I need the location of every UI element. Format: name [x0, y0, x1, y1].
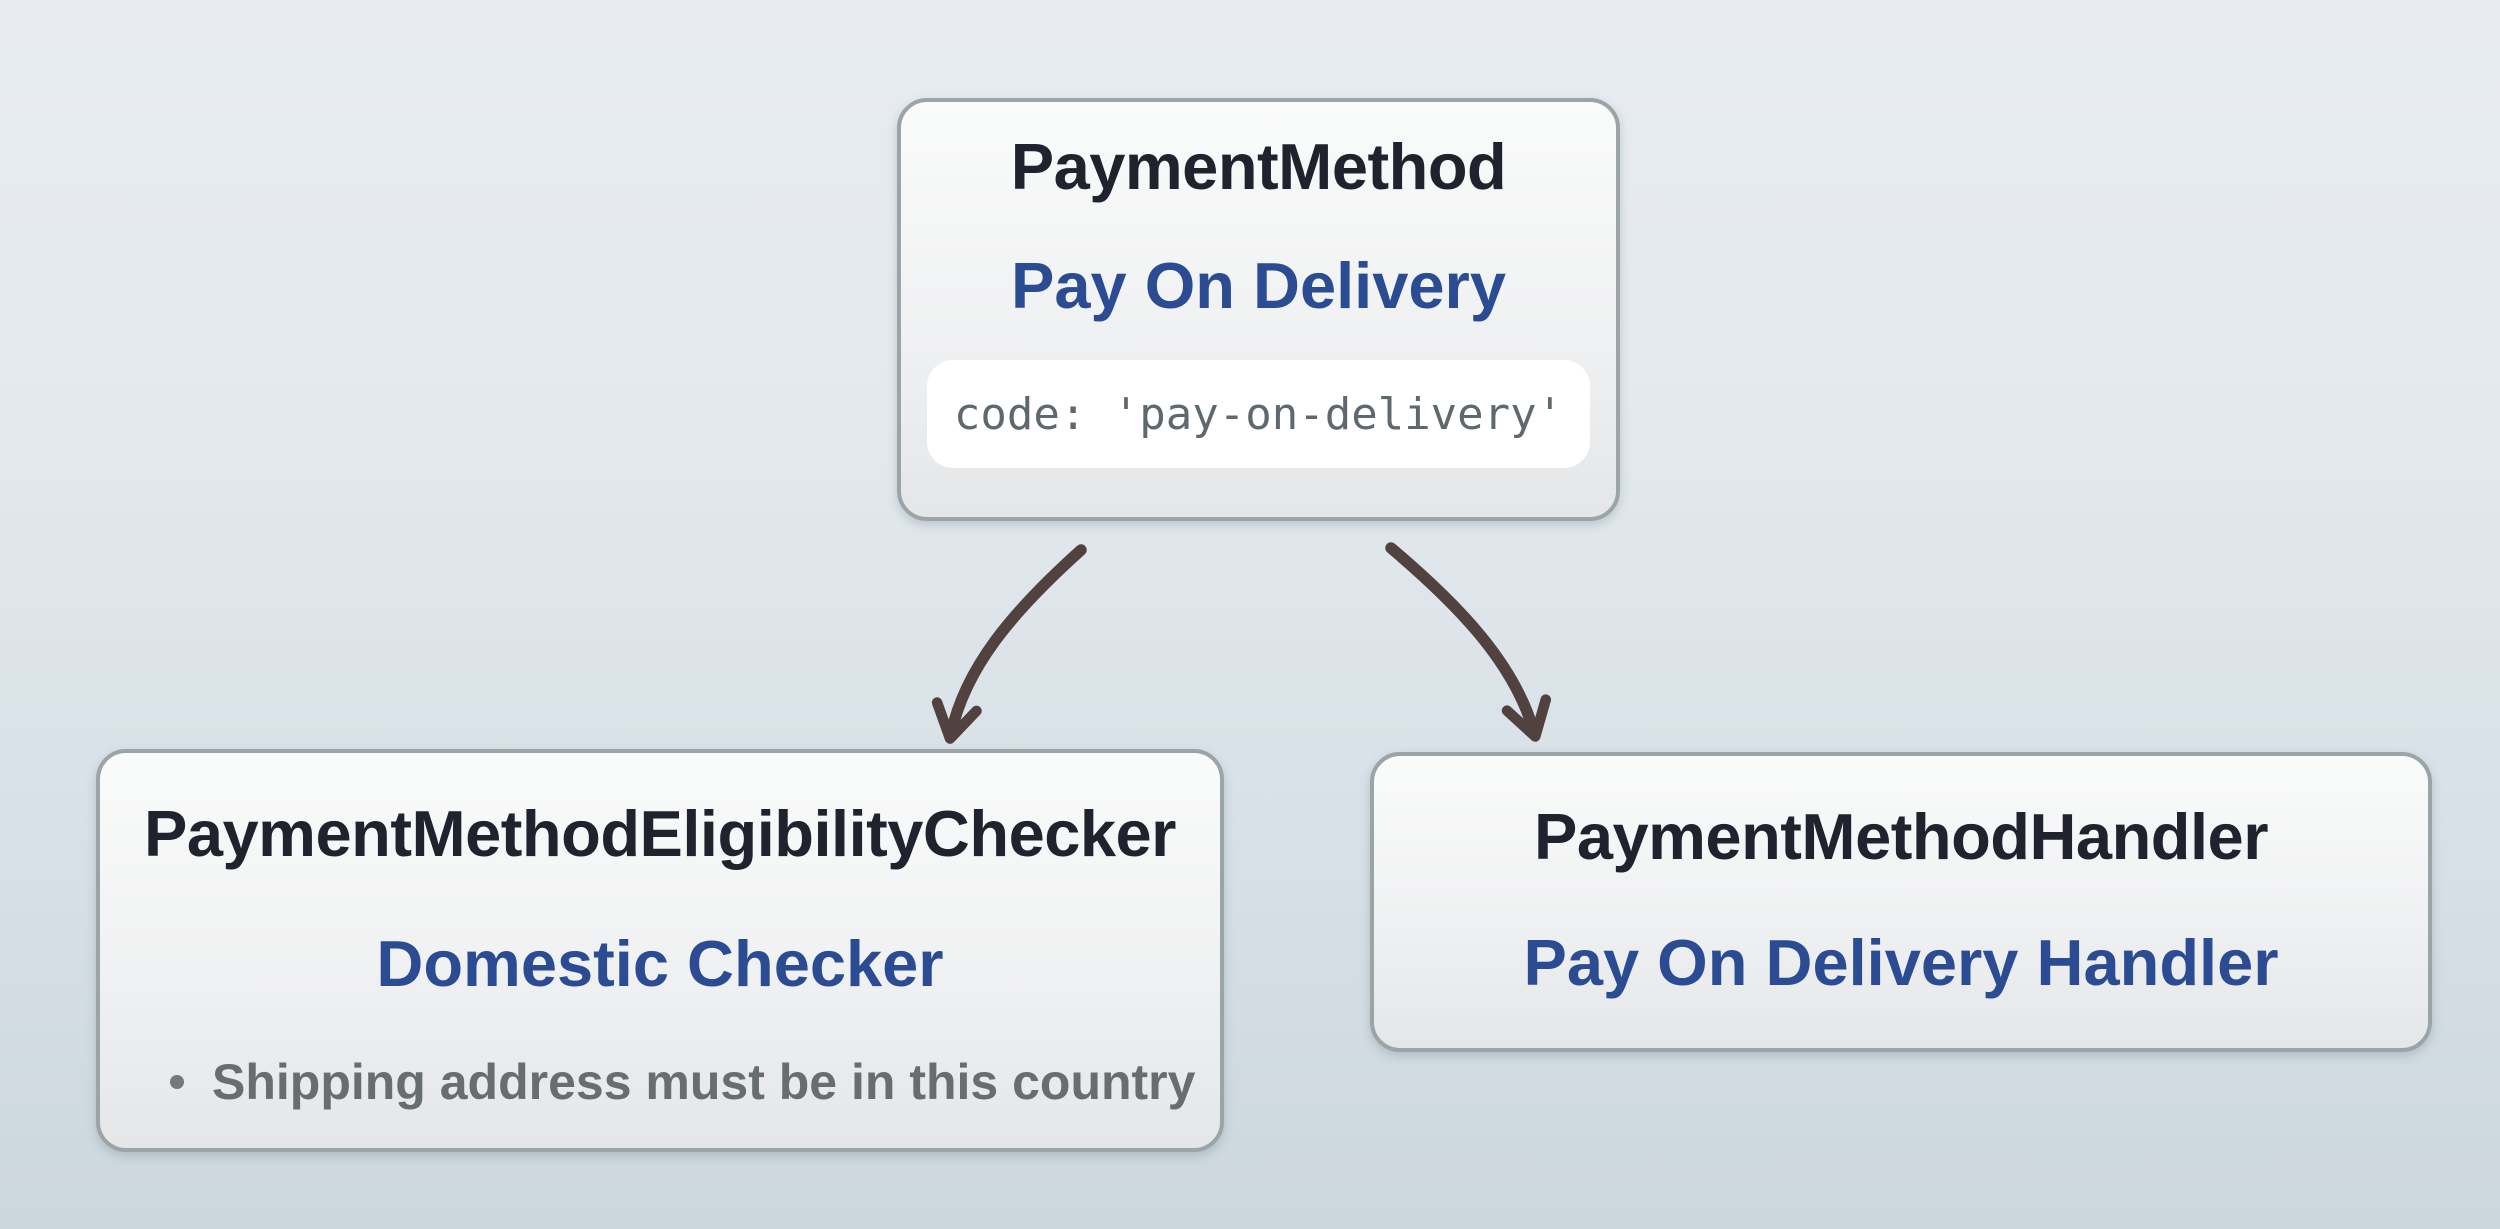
- handler-title: PaymentMethodHandler: [1533, 800, 2269, 873]
- edge-payment-method-to-handler: [1385, 542, 1552, 742]
- handler-subtitle: Pay On Delivery Handler: [1523, 926, 2279, 999]
- eligibility-checker-subtitle: Domestic Checker: [376, 927, 944, 1000]
- bullet-text: Shipping address must be in this country: [212, 1054, 1196, 1110]
- node-payment-method: PaymentMethod Pay On Delivery code: 'pay…: [897, 98, 1620, 521]
- bullet-item: Shipping address must be in this country: [118, 1057, 1202, 1107]
- eligibility-checker-title: PaymentMethodEligibilityChecker: [144, 797, 1176, 870]
- code-text: code: 'pay-on-delivery': [953, 388, 1564, 440]
- payment-method-subtitle: Pay On Delivery: [1011, 249, 1506, 322]
- node-eligibility-checker: PaymentMethodEligibilityChecker Domestic…: [96, 749, 1224, 1152]
- payment-method-title: PaymentMethod: [1010, 130, 1507, 203]
- bullet-icon: [170, 1075, 184, 1089]
- node-handler: PaymentMethodHandler Pay On Delivery Han…: [1370, 752, 2432, 1052]
- code-badge: code: 'pay-on-delivery': [927, 360, 1590, 468]
- edge-payment-method-to-eligibility-checker: [931, 544, 1087, 744]
